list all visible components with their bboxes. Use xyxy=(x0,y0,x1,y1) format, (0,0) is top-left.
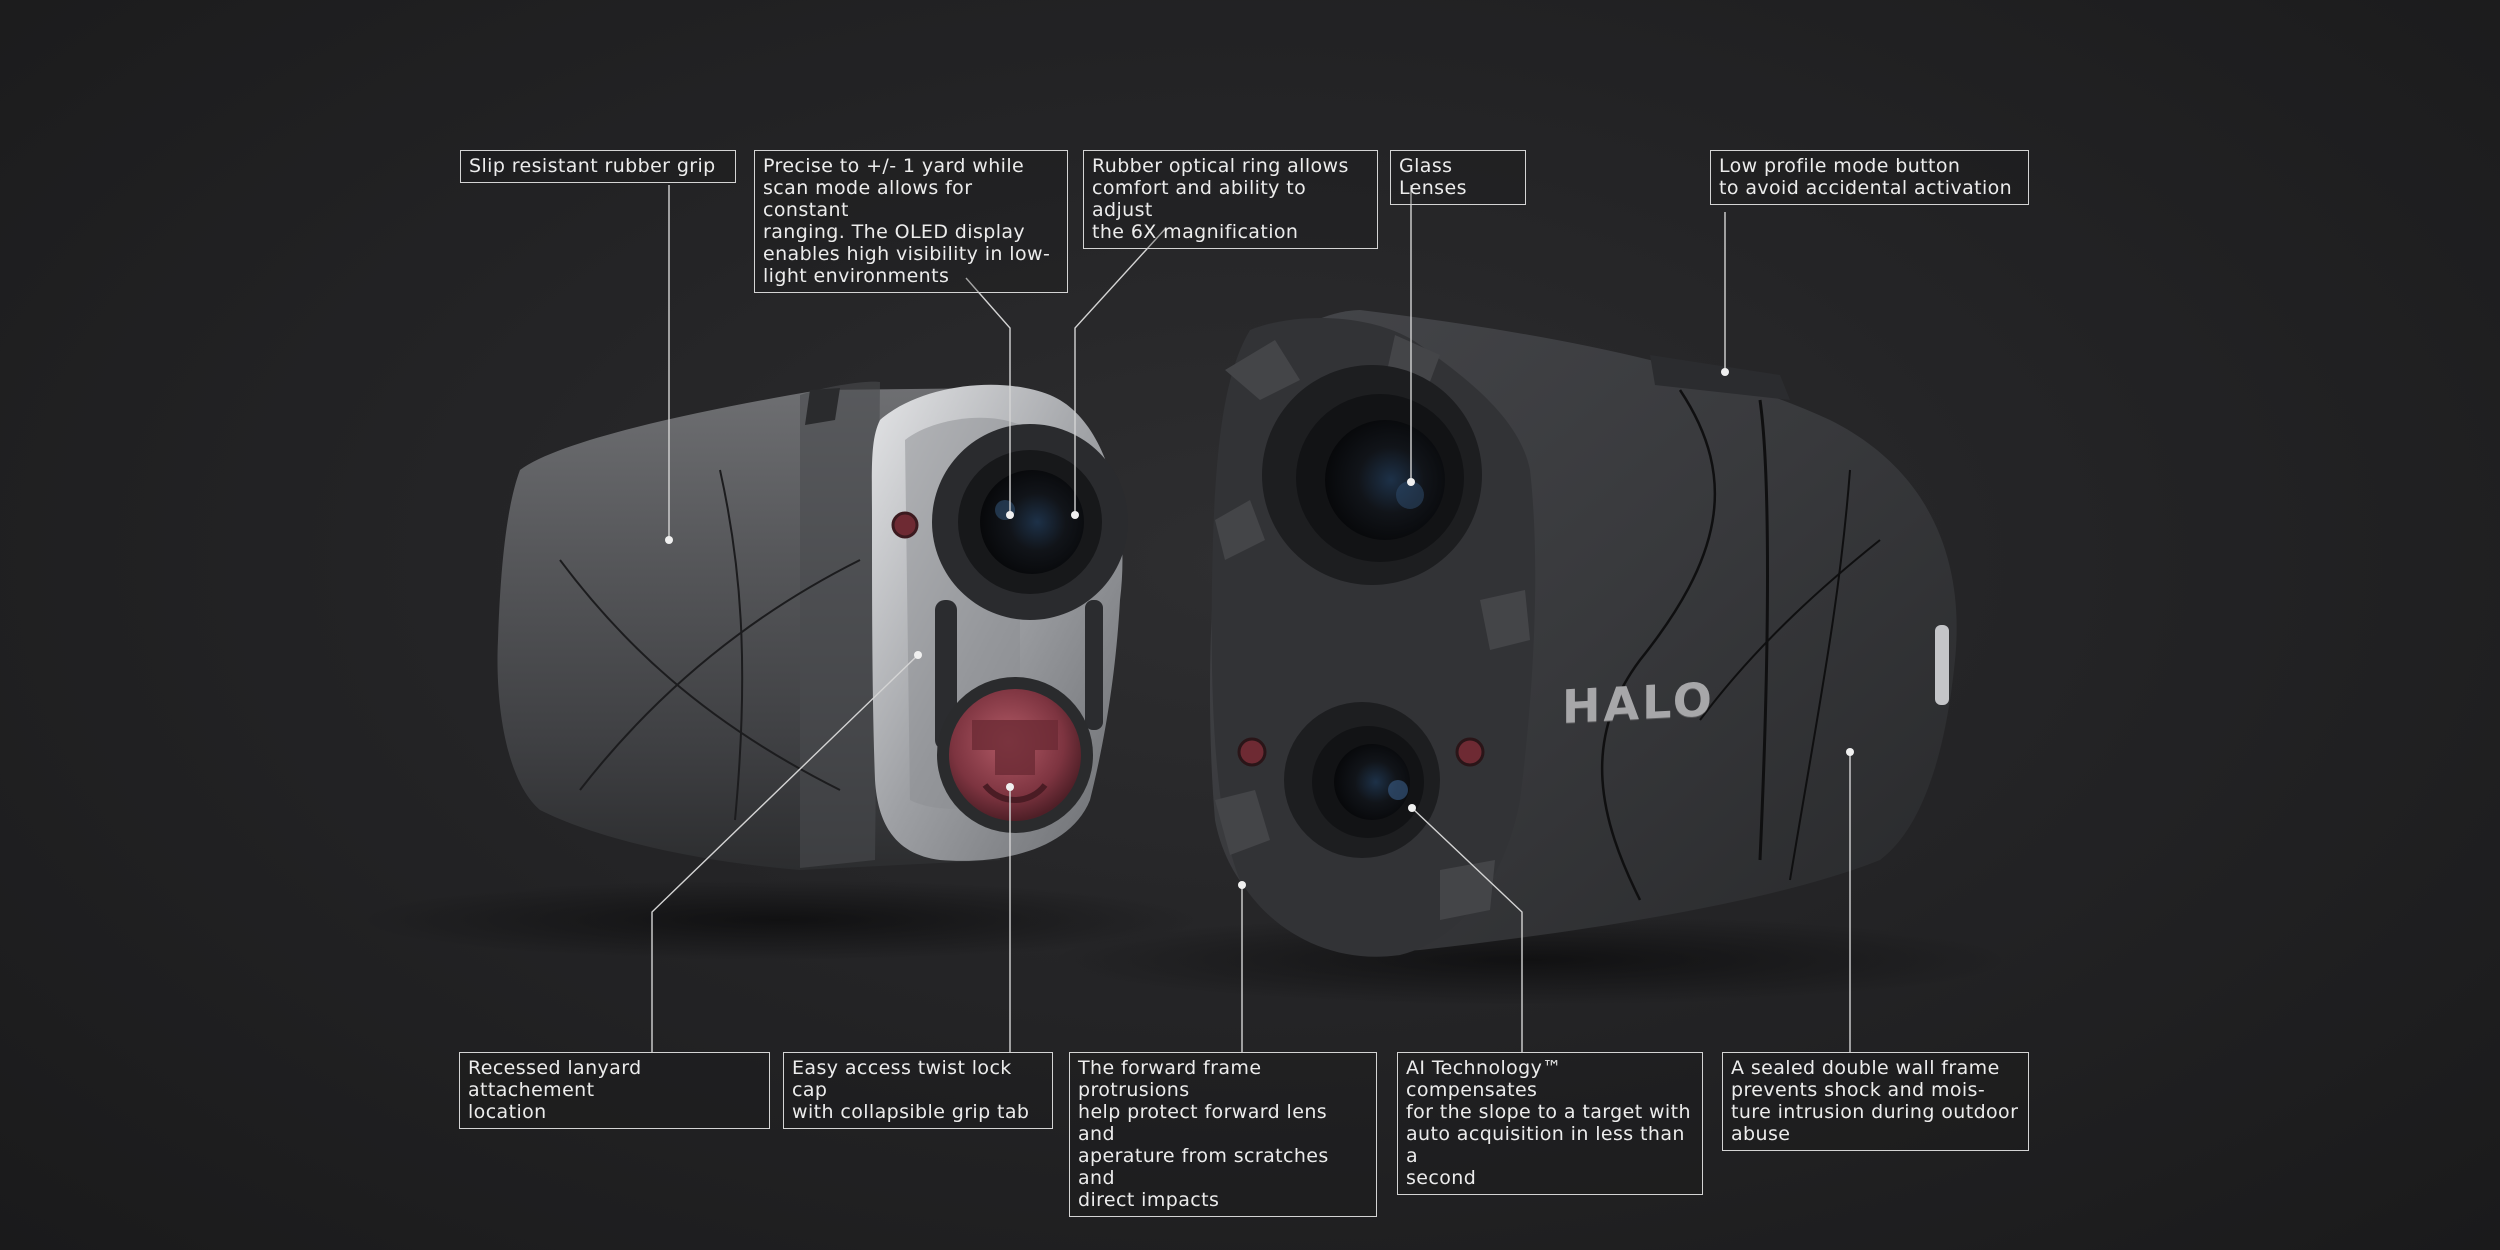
anchor-optical-ring xyxy=(1071,511,1079,519)
callout-lanyard: Recessed lanyard attachement location xyxy=(459,1052,770,1129)
callout-mode-button: Low profile mode button to avoid acciden… xyxy=(1710,150,2029,205)
callout-precise: Precise to +/- 1 yard while scan mode al… xyxy=(754,150,1068,293)
anchor-forward-frame xyxy=(1238,881,1246,889)
left-rangefinder xyxy=(497,381,1128,870)
anchor-precise xyxy=(1006,511,1014,519)
leader-ai-tech xyxy=(1411,807,1523,1052)
callout-twist-cap: Easy access twist lock cap with collapsi… xyxy=(783,1052,1053,1129)
callout-forward-frame: The forward frame protrusions help prote… xyxy=(1069,1052,1377,1217)
callout-ai-tech: AI Technology™ compensates for the slope… xyxy=(1397,1052,1703,1195)
anchor-grip xyxy=(665,536,673,544)
anchor-glass xyxy=(1407,478,1415,486)
leader-lanyard xyxy=(651,654,919,1052)
callout-sealed-frame: A sealed double wall frame prevents shoc… xyxy=(1722,1052,2029,1151)
anchor-twist-cap xyxy=(1006,783,1014,791)
callout-optical-ring: Rubber optical ring allows comfort and a… xyxy=(1083,150,1378,249)
right-rangefinder xyxy=(1210,310,1957,957)
anchor-sealed-frame xyxy=(1846,748,1854,756)
leader-precise xyxy=(965,277,1011,515)
anchor-ai-tech xyxy=(1408,804,1416,812)
callout-grip: Slip resistant rubber grip xyxy=(460,150,736,183)
halo-wordmark: HALO xyxy=(1562,671,1715,735)
callout-glass: Glass Lenses xyxy=(1390,150,1526,205)
anchor-lanyard xyxy=(914,651,922,659)
leader-optical-ring xyxy=(1074,227,1167,515)
anchor-mode-button xyxy=(1721,368,1729,376)
